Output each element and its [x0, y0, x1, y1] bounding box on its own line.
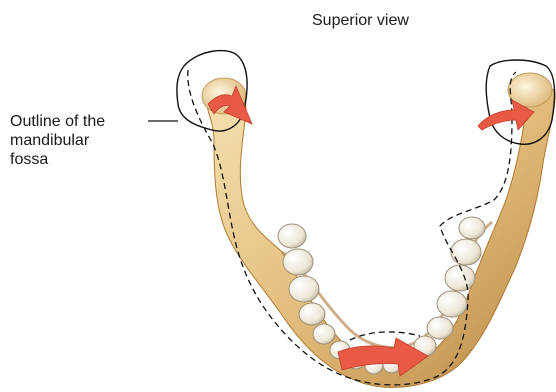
fossa-label-line2: mandibular: [10, 131, 105, 150]
view-title: Superior view: [312, 11, 409, 30]
tooth: [289, 276, 319, 302]
tooth: [313, 324, 335, 344]
fossa-label: Outline of the mandibular fossa: [10, 112, 105, 169]
tooth: [445, 265, 475, 291]
tooth: [437, 291, 467, 317]
mandible-bone: [206, 87, 555, 387]
tooth: [451, 239, 481, 265]
fossa-label-line3: fossa: [10, 150, 105, 169]
tooth: [283, 249, 313, 275]
tooth: [427, 317, 453, 339]
tooth: [299, 303, 325, 325]
tooth: [278, 224, 306, 248]
fossa-label-line1: Outline of the: [10, 112, 105, 131]
tooth: [459, 217, 485, 239]
